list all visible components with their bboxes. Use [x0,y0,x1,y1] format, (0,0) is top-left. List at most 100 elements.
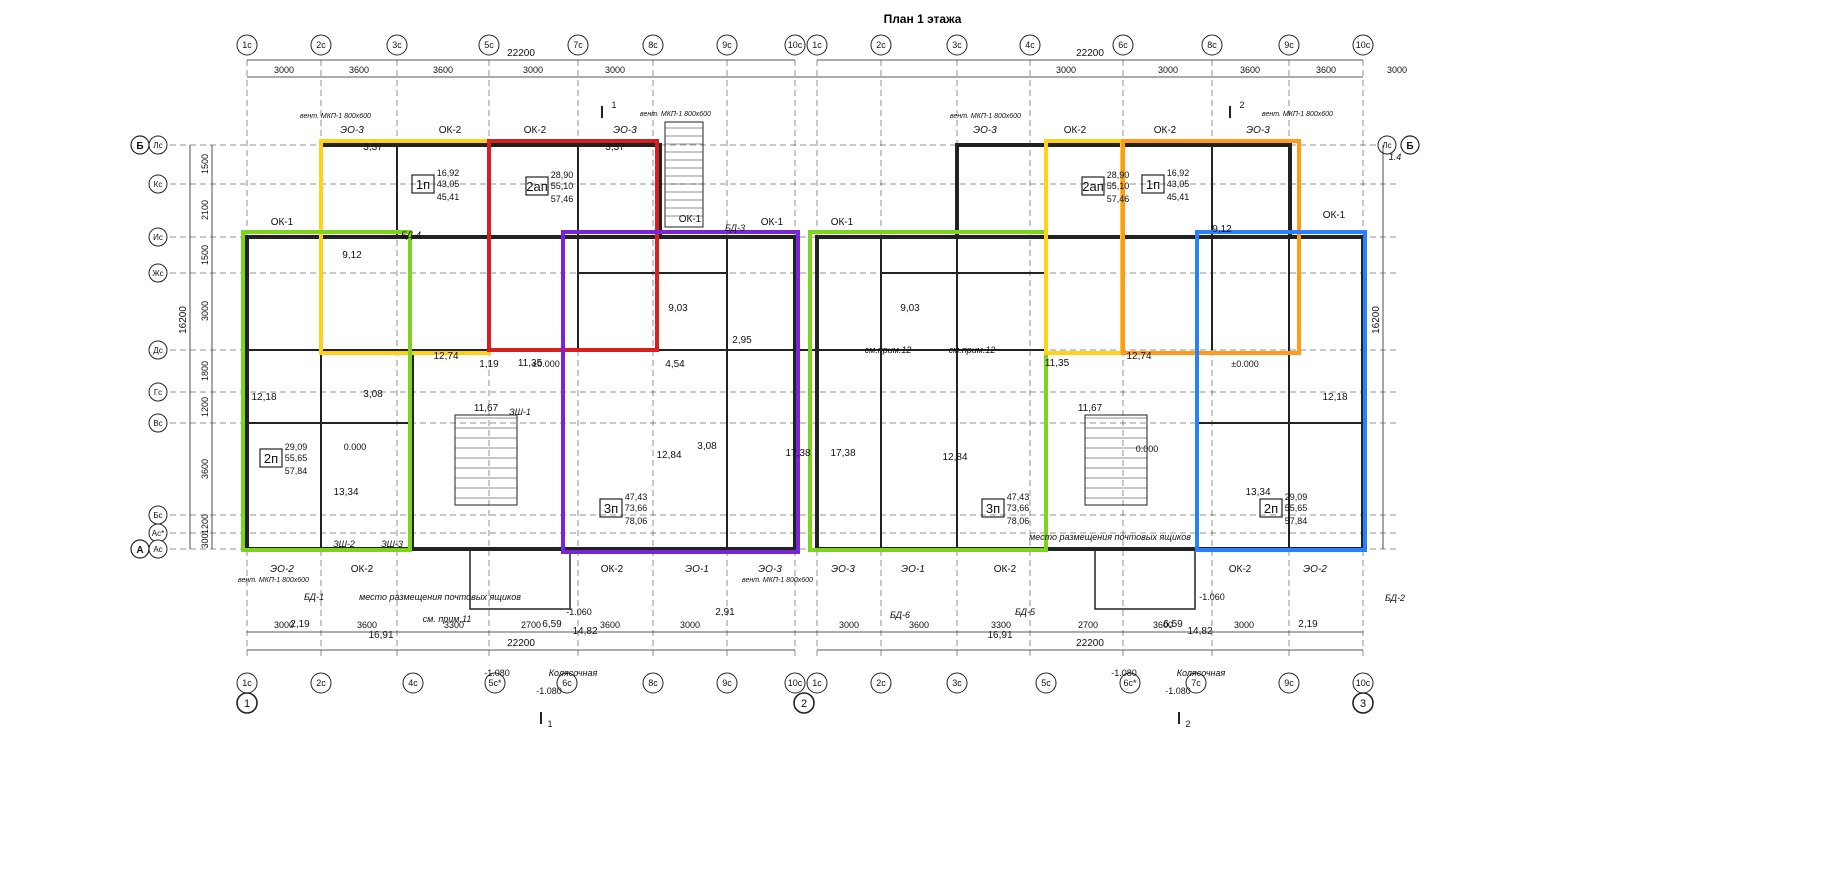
apartment-type-box [1259,498,1283,518]
window-label: ОК-2 [1154,125,1177,136]
dimension-top: 3000 [523,65,543,75]
axis-bubble-left [148,382,168,402]
apartment-type-box [259,448,283,468]
plan-note: ЗШ-1 [509,407,531,417]
apartment-type: 2ап [1082,179,1104,194]
wall-block-right-lower [815,235,1365,551]
room-area: 9,12 [342,250,362,261]
axis-label-left: Ас [153,545,162,554]
cut-label: 2 [1239,100,1244,110]
porch-left [469,548,571,610]
axis-bubble-left [148,263,168,283]
level-mark: -1.080 [484,668,510,678]
room-area: 6,59 [1163,619,1183,630]
overall-dimension-left: 16200 [178,306,189,334]
dimension-bottom: 2700 [1078,620,1098,630]
level-mark: -1.080 [536,686,562,696]
dimension-left: 1500 [200,154,210,174]
plan-note: место размещения почтовых ящиков [1029,532,1191,542]
dimension-top: 3000 [1387,65,1407,75]
axis-label-top: 9с [722,40,732,50]
apartment-type: 2п [1264,501,1278,516]
door-label: ЭО-1 [685,564,709,575]
axis-bubble-top [567,34,589,56]
plan-note: см. прим.11 [423,614,472,624]
axis-bubble-bottom [806,672,828,694]
apartment-type-box [525,176,549,196]
dimension-left: 1200 [200,514,210,534]
shaft-label: вент. МКП-1 800х600 [640,111,711,118]
apartment-type: 3п [604,501,618,516]
apartment-living-area: 29,09 [1285,492,1308,502]
dimension-left: 1800 [200,361,210,381]
axis-label-top: 7с [573,40,583,50]
axis-label-bottom: 8с [648,678,658,688]
axis-label-top: 4с [1025,40,1035,50]
room-area: 6,59 [542,619,562,630]
axis-label-top: 6с [1118,40,1128,50]
room-area: 11,35 [1045,358,1070,369]
overall-dimension-right: 16200 [1371,306,1382,334]
axis-bubble-bottom [1035,672,1057,694]
stair-right-section [1084,414,1148,506]
level-mark: ±0.000 [532,359,559,369]
window-label: ОК-2 [601,564,624,575]
apartment-type: 1п [1146,177,1160,192]
apartment-total-area-with-balcony: 45,41 [1167,192,1190,202]
axis-bubble-top [870,34,892,56]
axis-bubble-top [946,34,968,56]
apartment-total-area: 55,10 [1107,181,1130,191]
apartment-type: 1п [416,177,430,192]
apartment-type-box [1081,176,1105,196]
apartment-type: 3п [986,501,1000,516]
axis-bubble-right [1377,135,1397,155]
axis-label-left: Дс [153,346,162,355]
axis-label-left: Ас* [152,529,164,538]
door-label: ЭО-3 [831,564,855,575]
axis-label-bottom: 5с* [488,678,502,688]
cut-label: 1 [611,100,616,110]
axis-label-top: 2с [876,40,886,50]
dimension-bottom: 3000 [839,620,859,630]
room-area: 11,67 [1078,403,1103,414]
room-area: 3,37 [605,142,625,153]
window-label: ОК-2 [524,125,547,136]
room-area: 2,95 [732,335,752,346]
axis-label-bottom: 6с* [1123,678,1137,688]
apartment-total-area-with-balcony: 78,06 [1007,516,1030,526]
room-area: 12,18 [1322,392,1347,403]
apartment-total-area-with-balcony: 57,46 [551,194,574,204]
axis-label-bottom: 1с [812,678,822,688]
axis-bubble-bottom [402,672,424,694]
apartment-outline-green-right [808,230,1048,552]
room-area: 17,38 [785,448,810,459]
window-label: ОК-2 [994,564,1017,575]
dimension-bottom: 3300 [444,620,464,630]
axis-bubble-top [1352,34,1374,56]
room-area: 12,74 [1126,351,1151,362]
section-number-bubble [793,692,815,714]
door-label: ЭО-3 [340,125,364,136]
stair-left-section [454,414,518,506]
apartment-living-area: 47,43 [625,492,648,502]
axis-label-bottom: 10с [788,678,803,688]
dimension-top: 3000 [1056,65,1076,75]
axis-label-top: 9с [1284,40,1294,50]
dimension-top: 3600 [1316,65,1336,75]
room-area: 2,19 [290,619,310,630]
room-area: 12,18 [251,392,276,403]
apartment-outline-green-left [241,230,412,552]
level-mark: -1.080 [1111,668,1137,678]
axis-bubble-top [716,34,738,56]
plan-note: см.прим.12 [949,345,996,355]
axis-bubble-top [1201,34,1223,56]
axis-bubble-bottom [556,672,578,694]
axis-label-bottom: 10с [1356,678,1371,688]
apartment-living-area: 16,92 [1167,168,1190,178]
room-area: 14,82 [1187,626,1212,637]
axis-bubble-bottom [310,672,332,694]
axis-bubble-top [236,34,258,56]
apartment-type-box [981,498,1005,518]
apartment-total-area-with-balcony: 57,46 [1107,194,1130,204]
